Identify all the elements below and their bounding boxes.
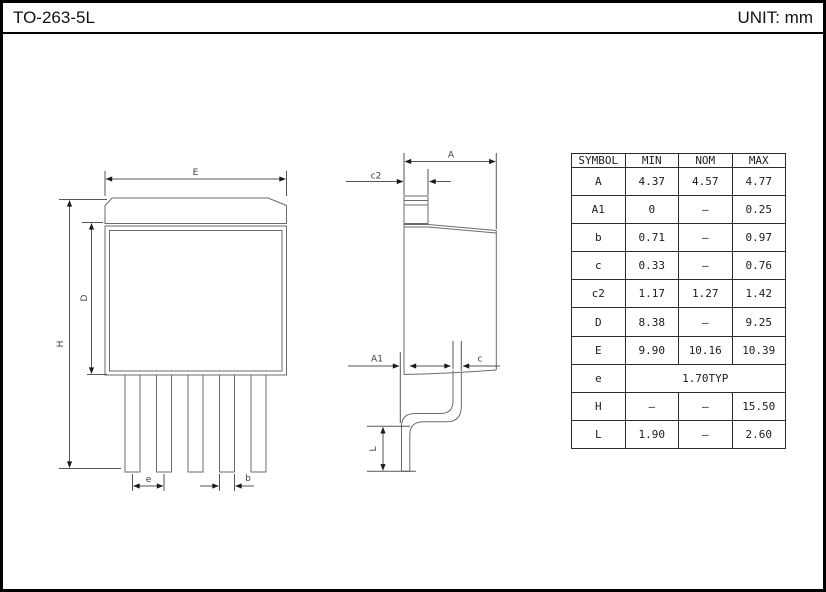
dim-E: [104, 171, 287, 196]
min-cell: 4.37: [624, 166, 679, 197]
nom-cell: 10.16: [678, 335, 733, 365]
max-cell: 0.25: [731, 195, 786, 225]
min-cell: 0.71: [624, 223, 679, 253]
dim-H: [59, 199, 121, 469]
front-view: [104, 197, 287, 473]
title-bar: TO-263-5L UNIT: mm: [3, 3, 823, 34]
min-cell: 8.38: [624, 307, 679, 337]
nom-cell: –: [678, 195, 733, 225]
nom-cell: –: [678, 419, 733, 450]
nom-cell: 1.27: [678, 279, 733, 309]
nom-cell: –: [678, 307, 733, 337]
symbol-cell: A: [571, 166, 626, 197]
side-body-top-1: [404, 224, 497, 231]
dim-e: [132, 474, 165, 491]
value-cell-span: 1.70TYP: [624, 363, 786, 393]
table-row: H––15.50: [571, 391, 786, 421]
package-title: TO-263-5L: [13, 7, 95, 27]
side-view: [401, 195, 497, 472]
max-cell: 0.76: [731, 251, 786, 281]
column-header: MAX: [731, 153, 786, 168]
front-lead-1: [124, 374, 141, 473]
label-A: A: [448, 151, 455, 161]
column-header: MIN: [624, 153, 679, 168]
symbol-cell: E: [571, 335, 626, 365]
label-c: c: [478, 355, 483, 365]
front-lead-5: [250, 374, 267, 473]
dimension-labels: E H D e b A c2 A1 c L: [56, 151, 483, 486]
side-lead-outer: [401, 370, 454, 472]
front-body-outer: [104, 225, 287, 376]
label-e: e: [146, 475, 152, 485]
max-cell: 15.50: [731, 391, 786, 421]
dim-A: [403, 153, 497, 229]
front-dimensions: [59, 171, 287, 491]
unit-label: UNIT: mm: [737, 7, 813, 27]
symbol-cell: D: [571, 307, 626, 337]
side-lead-inner: [409, 371, 462, 472]
side-body-bottom: [403, 369, 497, 375]
dim-c2: [346, 169, 451, 195]
min-cell: 9.90: [624, 335, 679, 365]
label-E: E: [193, 168, 199, 178]
min-cell: 0: [624, 195, 679, 225]
package-outline-drawing: E H D e b A c2 A1 c L: [56, 151, 500, 491]
label-H: H: [56, 341, 66, 348]
nom-cell: 4.57: [678, 166, 733, 197]
max-cell: 9.25: [731, 307, 786, 337]
symbol-cell: A1: [571, 195, 626, 225]
side-body-top-2: [404, 226, 497, 234]
dim-L: [367, 425, 416, 472]
front-tab: [104, 197, 287, 224]
max-cell: 2.60: [731, 419, 786, 450]
min-cell: 1.17: [624, 279, 679, 309]
symbol-cell: e: [571, 363, 626, 393]
max-cell: 1.42: [731, 279, 786, 309]
symbol-cell: H: [571, 391, 626, 421]
max-cell: 4.77: [731, 166, 786, 197]
dim-D: [82, 222, 107, 375]
label-D: D: [80, 294, 90, 301]
min-cell: 0.33: [624, 251, 679, 281]
min-cell: –: [624, 391, 679, 421]
dim-c: [452, 341, 500, 371]
column-header: SYMBOL: [571, 153, 626, 168]
front-lead-2: [156, 374, 172, 473]
label-L: L: [369, 446, 379, 451]
dim-b: [200, 474, 254, 491]
min-cell: 1.90: [624, 419, 679, 450]
max-cell: 0.97: [731, 223, 786, 253]
label-c2: c2: [371, 172, 382, 182]
side-dimensions: [346, 153, 500, 472]
dim-A1: [348, 352, 451, 423]
label-b: b: [245, 474, 251, 484]
front-body-inner: [109, 230, 283, 372]
max-cell: 10.39: [731, 335, 786, 365]
symbol-cell: L: [571, 419, 626, 450]
label-A1: A1: [371, 355, 383, 365]
front-lead-4: [219, 374, 235, 473]
symbol-cell: b: [571, 223, 626, 253]
nom-cell: –: [678, 223, 733, 253]
nom-cell: –: [678, 251, 733, 281]
nom-cell: –: [678, 391, 733, 421]
side-tab: [403, 195, 429, 224]
symbol-cell: c2: [571, 279, 626, 309]
symbol-cell: c: [571, 251, 626, 281]
front-lead-3: [187, 374, 204, 473]
column-header: NOM: [678, 153, 733, 168]
